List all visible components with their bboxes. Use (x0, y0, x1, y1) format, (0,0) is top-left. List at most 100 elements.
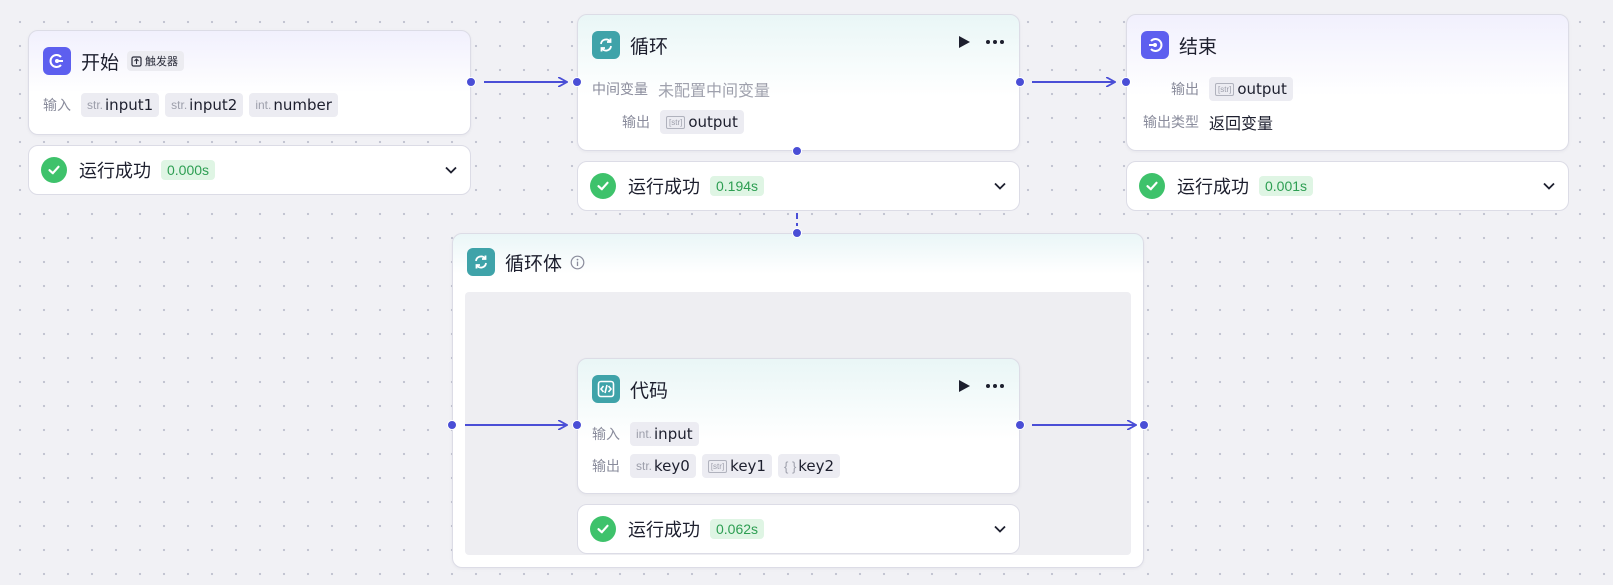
end-node[interactable]: 结束 输出 [str] output 输出类型 返回变量 (1126, 14, 1569, 151)
loop-output-port[interactable] (1015, 77, 1025, 87)
end-output-type-value: 返回变量 (1209, 114, 1274, 133)
code-input-label: 输入 (592, 427, 620, 443)
code-icon (592, 375, 620, 403)
variable-chip[interactable]: str. input1 (81, 93, 160, 117)
variable-name: number (273, 96, 332, 114)
loop-status-bar[interactable]: 运行成功 0.194s (577, 161, 1020, 211)
start-node-title: 开始 (81, 51, 120, 74)
variable-chip[interactable]: str. key0 (630, 454, 696, 478)
variable-name: output (688, 113, 738, 131)
loop-output-label: 输出 (622, 115, 650, 131)
variable-chip[interactable]: [str] output (1209, 77, 1293, 101)
variable-type: [str] (1215, 82, 1235, 96)
chevron-down-icon[interactable] (444, 163, 458, 177)
variable-name: key1 (730, 457, 766, 475)
status-time-badge: 0.000s (161, 160, 216, 180)
end-node-header: 结束 (1141, 30, 1217, 60)
variable-name: input1 (105, 96, 154, 114)
start-input-label: 输入 (43, 98, 71, 114)
code-node-header: 代码 (592, 374, 668, 404)
start-status-bar[interactable]: 运行成功 0.000s (28, 145, 471, 195)
trigger-icon (131, 55, 142, 67)
loop-body-top-port[interactable] (792, 228, 802, 238)
code-node[interactable]: 代码 输入 int. input 输出 str. key0 [str] key1… (577, 358, 1020, 494)
end-output-type-row: 输出类型 返回变量 (1141, 110, 1273, 134)
more-icon[interactable] (985, 39, 1005, 45)
code-output-row: 输出 str. key0 [str] key1 { } key2 (592, 454, 846, 478)
variable-name: input2 (189, 96, 238, 114)
variable-type: str. (171, 98, 188, 112)
variable-name: output (1237, 80, 1287, 98)
status-text: 运行成功 (1177, 177, 1249, 198)
loop-node-actions (957, 35, 1005, 49)
loop-intermediate-value: 未配置中间变量 (658, 81, 771, 100)
loop-icon (467, 248, 495, 276)
info-icon[interactable] (570, 255, 585, 270)
more-icon[interactable] (985, 383, 1005, 389)
variable-chip[interactable]: [str] output (660, 110, 744, 134)
status-time-badge: 0.194s (710, 176, 765, 196)
status-time-badge: 0.062s (710, 519, 765, 539)
code-status-bar[interactable]: 运行成功 0.062s (577, 504, 1020, 554)
variable-name: key2 (798, 457, 835, 475)
status-time-badge: 0.001s (1259, 176, 1314, 196)
start-output-port[interactable] (466, 77, 476, 87)
play-icon[interactable] (957, 379, 971, 393)
variable-type: str. (636, 459, 653, 473)
loop-body-header: 循环体 (467, 247, 585, 277)
status-text: 运行成功 (79, 161, 151, 182)
variable-type: str. (87, 98, 104, 112)
loop-node-header: 循环 (592, 30, 668, 60)
start-icon (43, 47, 71, 75)
variable-type: int. (255, 98, 272, 112)
success-check-icon (1139, 173, 1165, 199)
code-input-row: 输入 int. input (592, 422, 705, 446)
variable-chip[interactable]: int. number (249, 93, 338, 117)
success-check-icon (590, 173, 616, 199)
loop-body-left-port[interactable] (447, 420, 457, 430)
loop-body-port[interactable] (792, 146, 802, 156)
loop-output-row: 输出 [str] output (592, 110, 750, 134)
loop-intermediate-row: 中间变量 未配置中间变量 (592, 77, 770, 101)
trigger-tag-label: 触发器 (145, 55, 179, 68)
end-node-title: 结束 (1179, 35, 1218, 58)
variable-chip[interactable]: int. input (630, 422, 699, 446)
loop-node[interactable]: 循环 中间变量 未配置中间变量 输出 [str] output (577, 14, 1020, 151)
success-check-icon (590, 516, 616, 542)
start-input-row: 输入 str. input1 str. input2 int. number (43, 93, 344, 117)
variable-chip[interactable]: [str] key1 (701, 454, 772, 478)
loop-node-title: 循环 (630, 35, 669, 58)
start-node-header: 开始 触发器 (43, 46, 185, 76)
loop-body-title: 循环体 (505, 252, 563, 275)
chevron-down-icon[interactable] (993, 522, 1007, 536)
end-icon (1141, 31, 1169, 59)
play-icon[interactable] (957, 35, 971, 49)
end-input-port[interactable] (1121, 77, 1131, 87)
status-text: 运行成功 (628, 520, 700, 541)
status-text: 运行成功 (628, 177, 700, 198)
end-output-label: 输出 (1171, 82, 1199, 98)
code-input-port[interactable] (572, 420, 582, 430)
variable-type: [str] (707, 459, 728, 473)
variable-type: { } (783, 458, 797, 474)
variable-name: key0 (654, 457, 690, 475)
end-output-row: 输出 [str] output (1141, 77, 1299, 101)
code-output-label: 输出 (592, 459, 620, 475)
loop-intermediate-label: 中间变量 (592, 82, 648, 98)
variable-chip[interactable]: str. input2 (165, 93, 244, 117)
code-output-port[interactable] (1015, 420, 1025, 430)
trigger-tag[interactable]: 触发器 (127, 51, 185, 71)
variable-type: [str] (666, 115, 686, 129)
loop-input-port[interactable] (572, 77, 582, 87)
chevron-down-icon[interactable] (1542, 179, 1556, 193)
code-node-actions (957, 379, 1005, 393)
end-status-bar[interactable]: 运行成功 0.001s (1126, 161, 1569, 211)
start-node[interactable]: 开始 触发器 输入 str. input1 str. input2 int. n… (28, 30, 471, 135)
variable-chip[interactable]: { } key2 (777, 454, 841, 478)
loop-body-right-port[interactable] (1139, 420, 1149, 430)
chevron-down-icon[interactable] (993, 179, 1007, 193)
variable-type: int. (636, 427, 653, 441)
success-check-icon (41, 157, 67, 183)
variable-name: input (654, 425, 693, 443)
end-output-type-label: 输出类型 (1143, 115, 1199, 131)
